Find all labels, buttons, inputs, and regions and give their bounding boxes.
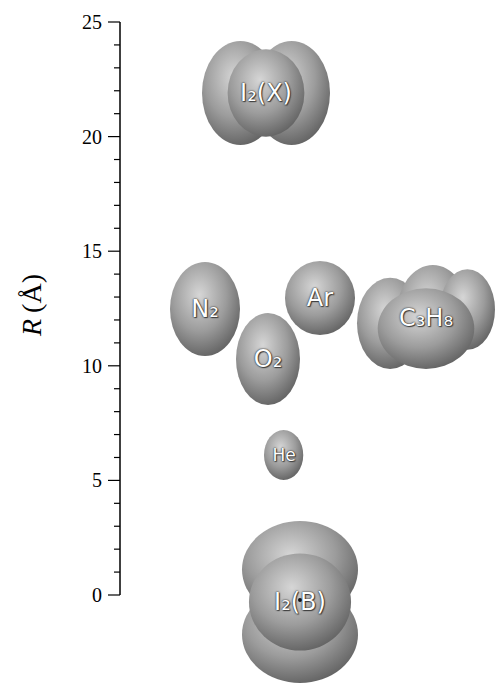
axis-tick (114, 67, 120, 68)
axis-tick (114, 159, 120, 160)
axis-tick (114, 549, 120, 550)
axis-tick (114, 90, 120, 91)
axis-tick (114, 296, 120, 297)
molecule-label: Ar (307, 284, 333, 312)
molecule-blob: N₂ (170, 262, 240, 356)
axis-tick (114, 434, 120, 435)
molecule-blob: I₂(X) (202, 41, 330, 145)
axis-title-part: R (16, 319, 47, 336)
axis-tick (114, 44, 120, 45)
axis-tick (108, 251, 120, 252)
molecule-label: I₂(B) (274, 588, 326, 616)
blob-lobe (249, 553, 351, 650)
tick-label: 10 (62, 356, 102, 376)
molecule-label: C₃H₈ (399, 304, 453, 332)
tick-label: 20 (62, 127, 102, 147)
axis-tick (108, 594, 120, 595)
axis-tick (114, 411, 120, 412)
blob-lobe (285, 261, 355, 335)
blob-lobe (170, 262, 240, 356)
molecule-blob: C₃H₈ (357, 265, 495, 371)
axis-ticks (108, 22, 120, 595)
axis-tick (114, 526, 120, 527)
blob-lobe (228, 49, 305, 136)
molecule-blob: O₂ (236, 313, 300, 405)
axis-title-part: (Å) (16, 274, 47, 313)
axis-tick (114, 319, 120, 320)
axis-tick (114, 274, 120, 275)
axis-tick (114, 228, 120, 229)
axis-tick (114, 457, 120, 458)
axis-line (119, 22, 121, 595)
axis-tick (114, 113, 120, 114)
molecule-label: He (272, 445, 295, 465)
axis-tick (114, 388, 120, 389)
molecule-blob: I₂(B) (242, 521, 358, 683)
tick-label: 0 (62, 585, 102, 605)
axis-tick (108, 480, 120, 481)
blob-lobe (264, 430, 303, 480)
molecule-label: N₂ (191, 295, 219, 323)
axis-tick (108, 21, 120, 22)
axis-tick (114, 503, 120, 504)
tick-label: 15 (62, 241, 102, 261)
axis-tick (108, 136, 120, 137)
molecule-blob: Ar (285, 261, 355, 335)
axis-tick (114, 342, 120, 343)
blob-lobe (236, 313, 300, 405)
axis-title: R (Å) (16, 274, 48, 336)
axis-tick (114, 571, 120, 572)
axis-tick (108, 365, 120, 366)
axis-tick (114, 205, 120, 206)
molecule-blob: He (264, 430, 303, 480)
blob-lobe (378, 288, 475, 369)
molecule-label: O₂ (254, 345, 283, 373)
molecule-label: I₂(X) (240, 79, 292, 107)
tick-label: 5 (62, 470, 102, 490)
axis-tick (114, 182, 120, 183)
tick-label: 25 (62, 12, 102, 32)
